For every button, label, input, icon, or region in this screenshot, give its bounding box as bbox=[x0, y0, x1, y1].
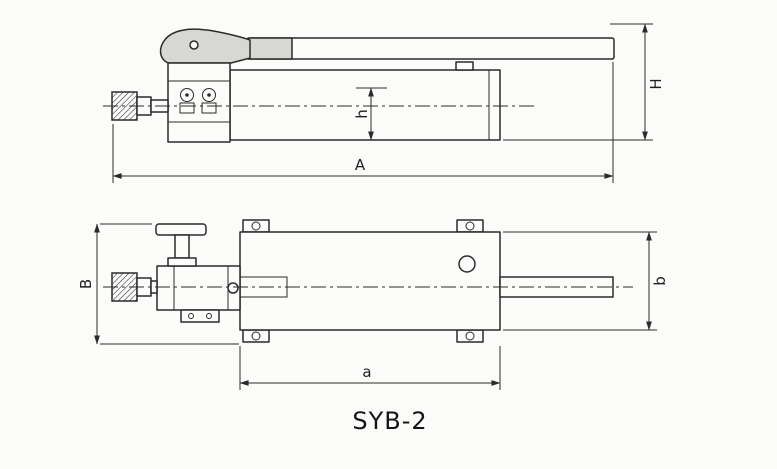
oil-port-hole bbox=[458, 255, 476, 273]
dimension-b: b bbox=[503, 231, 669, 331]
pump-head bbox=[167, 62, 231, 143]
release-handle-bar bbox=[155, 223, 207, 236]
lever-arm bbox=[159, 28, 251, 64]
model-title: SYB-2 bbox=[352, 407, 427, 435]
dimension-B: B bbox=[77, 223, 239, 345]
release-handle-collar bbox=[167, 257, 197, 267]
link-pin bbox=[227, 282, 239, 294]
handle-socket bbox=[247, 37, 293, 60]
release-handle-stem bbox=[174, 234, 190, 259]
dim-label-b: b bbox=[651, 276, 669, 286]
bolt-hole bbox=[465, 331, 475, 341]
pump-cylinder bbox=[229, 69, 501, 141]
pump-base bbox=[239, 231, 501, 331]
port-plate-hole bbox=[206, 313, 212, 319]
port-right bbox=[202, 88, 216, 102]
dimension-h: h bbox=[353, 87, 387, 141]
filler-plug bbox=[455, 61, 474, 71]
pump-head-details bbox=[168, 80, 230, 123]
side-view: H h A bbox=[103, 23, 665, 183]
bolt-hole bbox=[465, 221, 475, 231]
port-right-dot bbox=[207, 93, 211, 97]
port-plate-hole bbox=[188, 313, 194, 319]
bolt-hole bbox=[251, 331, 261, 341]
dim-label-a: a bbox=[362, 363, 371, 381]
bolt-hole bbox=[251, 221, 261, 231]
port-left-dot bbox=[185, 93, 189, 97]
dimension-A: A bbox=[112, 62, 614, 183]
dim-label-A: A bbox=[355, 156, 366, 174]
valve-block bbox=[156, 265, 241, 311]
handle-bar bbox=[247, 37, 615, 60]
dim-label-B: B bbox=[77, 279, 95, 289]
dim-label-H: H bbox=[647, 78, 665, 89]
mounting-tabs bbox=[242, 219, 484, 343]
port-left bbox=[180, 88, 194, 102]
pivot-pin bbox=[189, 40, 199, 50]
dim-label-h: h bbox=[353, 109, 371, 119]
dimension-a: a bbox=[239, 346, 501, 390]
dimension-H: H bbox=[503, 23, 665, 141]
plan-view: B b a bbox=[77, 219, 669, 390]
port-plate bbox=[180, 309, 220, 323]
